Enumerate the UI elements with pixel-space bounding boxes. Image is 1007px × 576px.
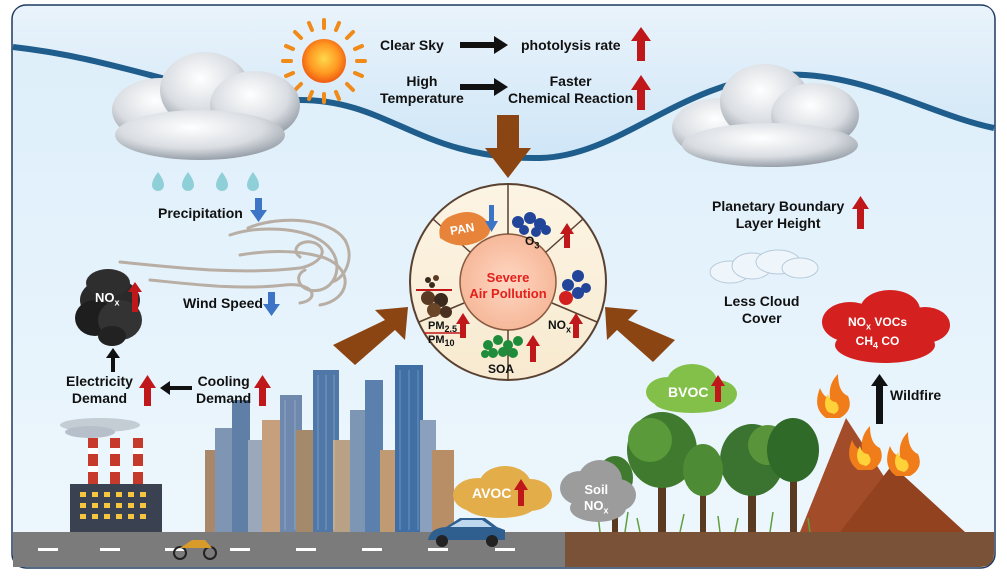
faster-reaction-line1: Faster — [549, 73, 592, 89]
soa-label: SOA — [488, 362, 515, 376]
soil-nox-cloud-icon — [560, 460, 636, 522]
wildfire-emissions-label: NOx VOCs CH4 CO — [848, 315, 907, 354]
storm-cloud-icon — [112, 52, 300, 160]
wind-speed-down-arrow — [263, 292, 280, 316]
center-line2: Air Pollution — [469, 286, 547, 301]
wf-co: CO — [878, 334, 900, 349]
pbl-up-arrow — [852, 196, 869, 229]
soil-nox-line1: Soil — [584, 482, 609, 497]
photolysis-up-arrow — [631, 27, 651, 61]
soil-nox-sub: x — [603, 505, 609, 516]
faster-reaction-label: Faster Chemical Reaction — [508, 73, 633, 107]
cooling-up-arrow — [254, 375, 271, 406]
bvoc-cloud-icon — [646, 364, 737, 413]
wind-speed-label: Wind Speed — [183, 295, 263, 311]
less-cloud-line2: Cover — [741, 310, 782, 326]
wildfire-emissions-line1: NOx VOCs — [848, 315, 907, 334]
less-cloud-cover-label: Less Cloud Cover — [724, 293, 799, 327]
fire-icons — [817, 374, 920, 476]
pm25-sub: 2.5 — [444, 324, 458, 335]
sun-icon — [281, 18, 367, 104]
sky-black-arrow-1 — [460, 36, 508, 54]
nox-smoke-sub: x — [114, 297, 120, 308]
electricity-to-nox-arrow — [106, 348, 120, 372]
o3-sub: 3 — [534, 240, 540, 251]
avoc-label: AVOC — [472, 485, 512, 501]
soil-nox-base: NO — [584, 498, 604, 513]
bvoc-label: BVOC — [668, 384, 709, 400]
pm10-label: PM10 — [428, 334, 455, 348]
left-to-pollution-arrow — [333, 307, 408, 365]
electricity-demand-label: Electricity Demand — [66, 373, 133, 407]
electricity-demand-line2: Demand — [71, 390, 128, 406]
soil-nox-label: Soil NOx — [584, 482, 609, 519]
soil-ground — [565, 532, 994, 567]
o3-label: O3 — [525, 234, 539, 250]
sun-to-pollution-arrow — [485, 115, 531, 178]
car-icon — [428, 518, 505, 547]
clear-sky-label: Clear Sky — [380, 37, 444, 53]
electricity-up-arrow — [139, 375, 156, 406]
upper-sky — [13, 6, 994, 159]
cooling-demand-line2: Demand — [196, 390, 252, 406]
less-cloud-icon — [709, 249, 819, 284]
pollution-wheel — [409, 183, 607, 381]
nox-wheel-label: NOx — [548, 318, 571, 334]
nox-wheel-base: NO — [548, 318, 566, 332]
o3-base: O — [525, 234, 535, 248]
mountain-icons — [800, 418, 965, 532]
wf-ch-sub: 4 — [873, 340, 879, 351]
wf-vocs: VOCs — [871, 315, 908, 329]
cooling-demand-line1: Cooling — [197, 373, 250, 389]
wildfire-emission-cloud-icon — [822, 290, 950, 363]
wf-nox: NO — [848, 315, 866, 329]
nox-smoke-icon — [75, 269, 142, 346]
photolysis-rate-label: photolysis rate — [521, 37, 621, 53]
high-temperature-label: High Temperature — [380, 73, 464, 107]
right-to-pollution-arrow — [605, 307, 675, 362]
factory-icon — [60, 418, 162, 532]
pbl-height-line1: Planetary Boundary — [712, 198, 845, 214]
less-cloud-line1: Less Cloud — [724, 293, 800, 309]
nox-smoke-up-arrow — [128, 282, 142, 312]
nox-smoke-base: NO — [95, 290, 115, 305]
precipitation-label: Precipitation — [158, 205, 243, 221]
motorbike-icon — [173, 540, 217, 560]
electricity-demand-line1: Electricity — [66, 373, 133, 389]
sky-black-arrow-2 — [460, 78, 508, 96]
pbl-height-line2: Layer Height — [735, 215, 821, 231]
raindrop-icons — [152, 172, 259, 191]
pm10-base: PM — [428, 334, 445, 346]
high-temperature-line1: High — [406, 73, 438, 89]
wf-ch: CH — [855, 334, 873, 349]
chemical-reaction-up-arrow — [631, 75, 651, 110]
wildfire-label: Wildfire — [890, 387, 942, 403]
pbl-height-label: Planetary Boundary Layer Height — [712, 198, 844, 232]
tree-icons — [597, 412, 819, 533]
wind-icon — [118, 218, 351, 307]
severe-air-pollution-label: Severe Air Pollution — [461, 270, 555, 302]
pm10-sub: 10 — [444, 338, 455, 349]
cooling-to-electricity-arrow — [160, 381, 192, 395]
pm25-base: PM — [428, 320, 445, 332]
city-skyline-icon — [205, 365, 454, 532]
faster-reaction-line2: Chemical Reaction — [508, 90, 634, 106]
nox-smoke-label: NOx — [95, 290, 120, 308]
cooling-demand-label: Cooling Demand — [196, 373, 251, 407]
avoc-up-arrow — [514, 479, 528, 506]
cloud-icon-right — [672, 64, 859, 167]
pm25-label: PM2.5 — [428, 320, 457, 334]
wf-nox-sub: x — [866, 321, 872, 332]
center-line1: Severe — [486, 270, 530, 285]
wildfire-emissions-line2: CH4 CO — [848, 334, 907, 353]
precipitation-down-arrow — [250, 198, 267, 222]
nox-wheel-sub: x — [566, 324, 572, 335]
wildfire-up-arrow — [871, 374, 888, 424]
high-temperature-line2: Temperature — [380, 90, 464, 106]
soil-nox-line2: NOx — [584, 498, 609, 519]
bvoc-up-arrow — [711, 375, 725, 402]
